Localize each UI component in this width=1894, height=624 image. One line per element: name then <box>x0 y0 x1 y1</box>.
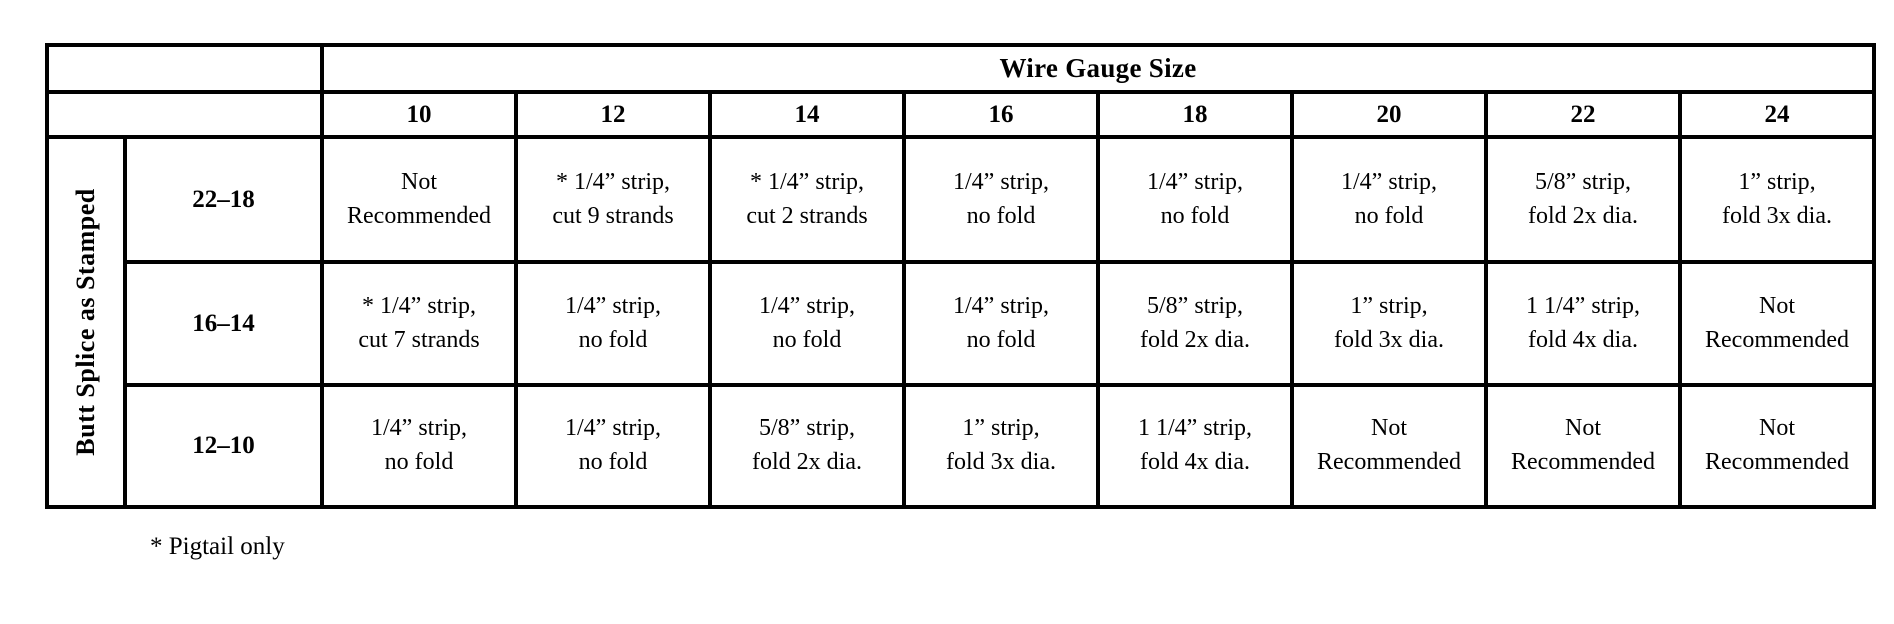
pigtail-footnote: * Pigtail only <box>150 533 285 560</box>
gauge-column-header-16: 16 <box>902 90 1100 139</box>
gauge-column-header-14: 14 <box>708 90 906 139</box>
row-label-12-10: 12–10 <box>123 383 324 509</box>
table-row: Butt Splice as Stamped 22–18 Not Recomme… <box>45 135 1876 509</box>
cell-22-18-g18: 1/4” strip, no fold <box>1096 135 1294 264</box>
table-title: Wire Gauge Size <box>320 43 1876 94</box>
cell-12-10-g22: Not Recommended <box>1484 383 1682 509</box>
cell-16-14-g22: 1 1/4” strip, fold 4x dia. <box>1484 260 1682 387</box>
side-label-text: Butt Splice as Stamped <box>71 188 100 456</box>
cell-12-10-g10: 1/4” strip, no fold <box>320 383 518 509</box>
cell-22-18-g10: Not Recommended <box>320 135 518 264</box>
gauge-column-header-18: 18 <box>1096 90 1294 139</box>
side-label-butt-splice: Butt Splice as Stamped <box>45 135 127 509</box>
cell-12-10-g24: Not Recommended <box>1678 383 1876 509</box>
cell-12-10-g16: 1” strip, fold 3x dia. <box>902 383 1100 509</box>
wire-gauge-table: Wire Gauge Size 10 12 14 16 18 20 22 24 … <box>45 43 1876 509</box>
cell-12-10-g14: 5/8” strip, fold 2x dia. <box>708 383 906 509</box>
cell-12-10-g12: 1/4” strip, no fold <box>514 383 712 509</box>
cell-12-10-g18: 1 1/4” strip, fold 4x dia. <box>1096 383 1294 509</box>
cell-22-18-g16: 1/4” strip, no fold <box>902 135 1100 264</box>
cell-22-18-g20: 1/4” strip, no fold <box>1290 135 1488 264</box>
cell-16-14-g24: Not Recommended <box>1678 260 1876 387</box>
blank-corner <box>45 90 324 139</box>
table-row: 16–14 * 1/4” strip, cut 7 strands 1/4” s… <box>47 260 1876 387</box>
gauge-column-header-24: 24 <box>1678 90 1876 139</box>
cell-16-14-g16: 1/4” strip, no fold <box>902 260 1100 387</box>
row-label-22-18: 22–18 <box>123 135 324 264</box>
cell-22-18-g14: * 1/4” strip, cut 2 strands <box>708 135 906 264</box>
gauge-column-header-22: 22 <box>1484 90 1682 139</box>
cell-16-14-g10: * 1/4” strip, cut 7 strands <box>320 260 518 387</box>
cell-22-18-g24: 1” strip, fold 3x dia. <box>1678 135 1876 264</box>
cell-16-14-g20: 1” strip, fold 3x dia. <box>1290 260 1488 387</box>
gauge-column-header-10: 10 <box>320 90 518 139</box>
cell-12-10-g20: Not Recommended <box>1290 383 1488 509</box>
table-row: 12–10 1/4” strip, no fold 1/4” strip, no… <box>47 383 1876 509</box>
cell-16-14-g12: 1/4” strip, no fold <box>514 260 712 387</box>
gauge-column-header-12: 12 <box>514 90 712 139</box>
cell-16-14-g18: 5/8” strip, fold 2x dia. <box>1096 260 1294 387</box>
gauge-column-header-20: 20 <box>1290 90 1488 139</box>
cell-16-14-g14: 1/4” strip, no fold <box>708 260 906 387</box>
gauge-header-row: 10 12 14 16 18 20 22 24 <box>45 90 1876 139</box>
title-row: Wire Gauge Size <box>45 43 1876 94</box>
cell-22-18-g22: 5/8” strip, fold 2x dia. <box>1484 135 1682 264</box>
blank-corner <box>45 43 324 94</box>
cell-22-18-g12: * 1/4” strip, cut 9 strands <box>514 135 712 264</box>
row-label-16-14: 16–14 <box>123 260 324 387</box>
